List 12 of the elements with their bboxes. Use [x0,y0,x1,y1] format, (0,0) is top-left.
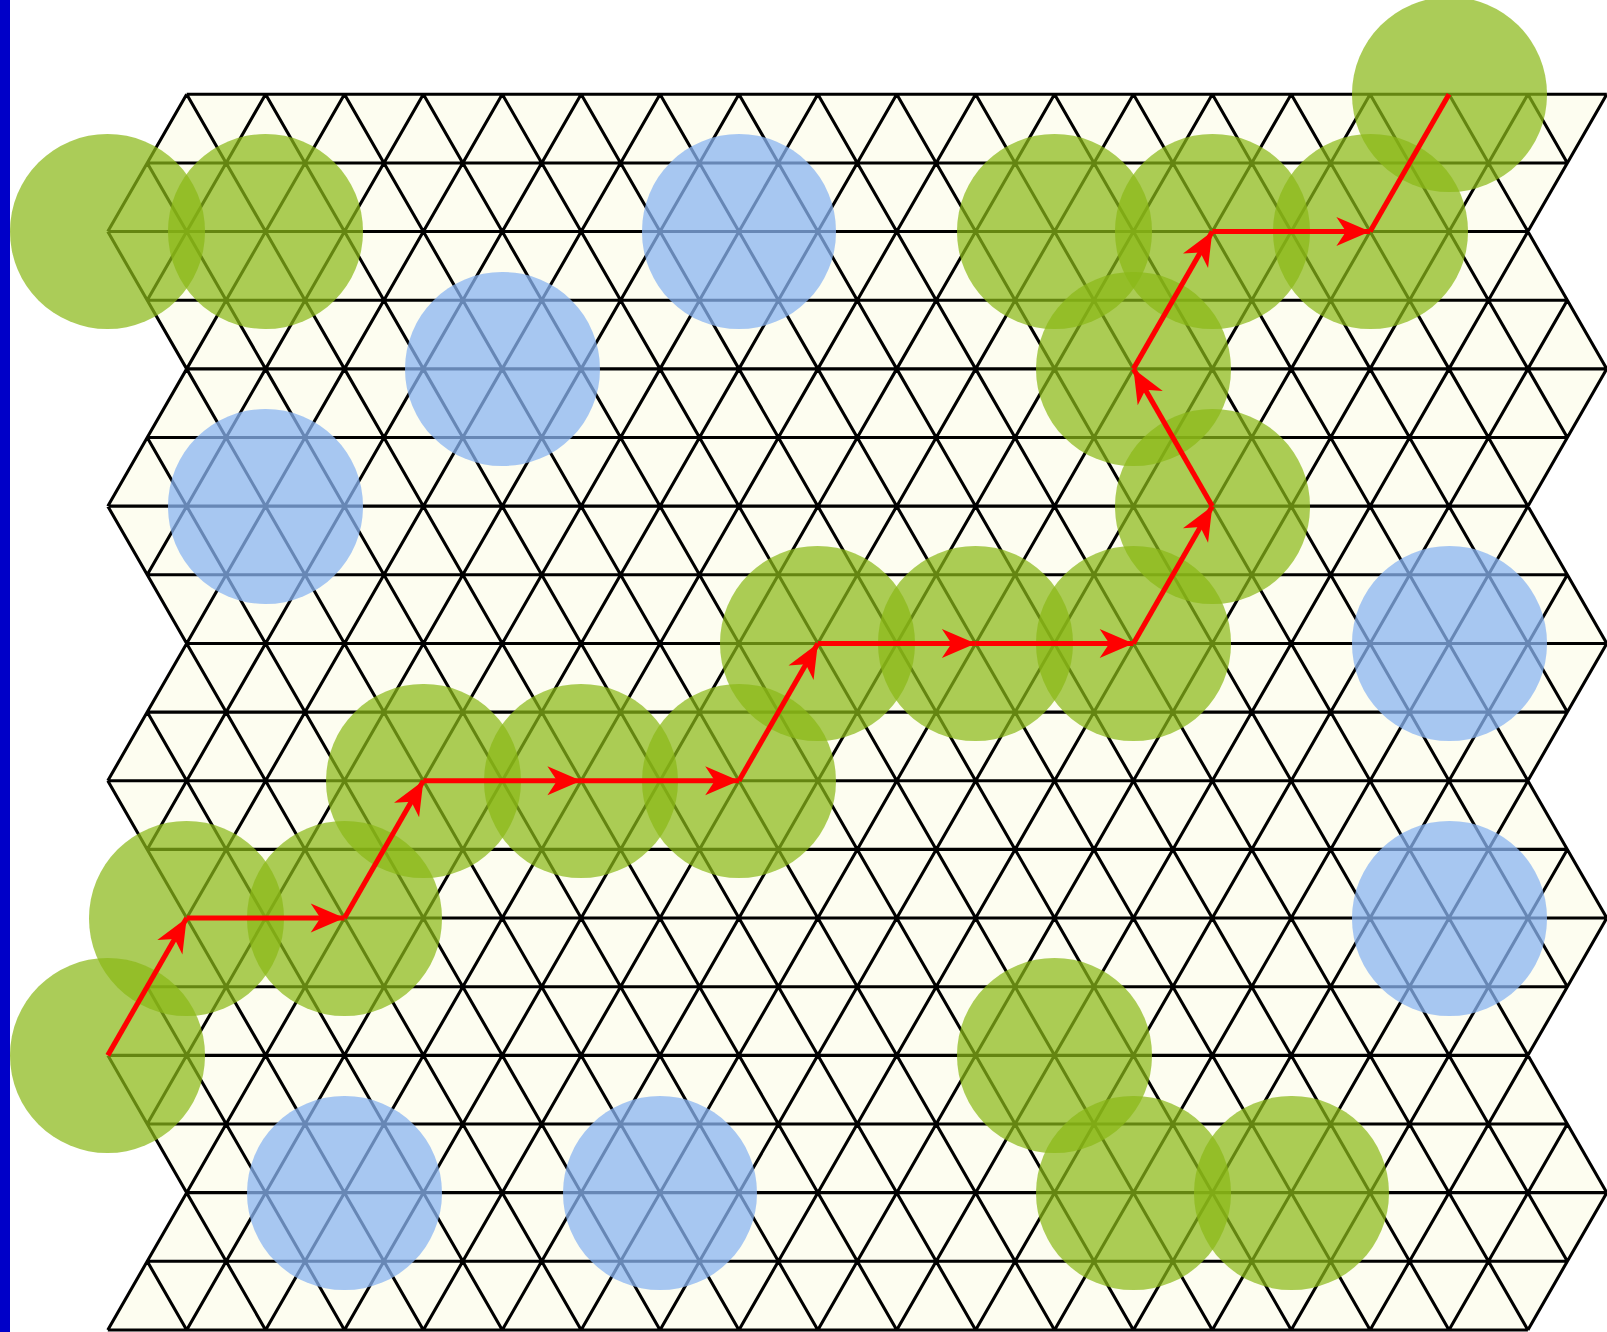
path-arrow [186,903,345,933]
path-arrow [1212,217,1371,247]
path-arrow [581,766,739,796]
path-arrow [736,642,821,783]
path-arrow [1131,367,1215,508]
path-arrow [817,629,976,658]
path-arrow [1131,230,1215,371]
path-arrow [975,629,1134,658]
path-arrow [105,916,189,1057]
path-arrow [342,779,426,920]
path-arrow [423,766,582,796]
path-arrow [1131,504,1215,645]
